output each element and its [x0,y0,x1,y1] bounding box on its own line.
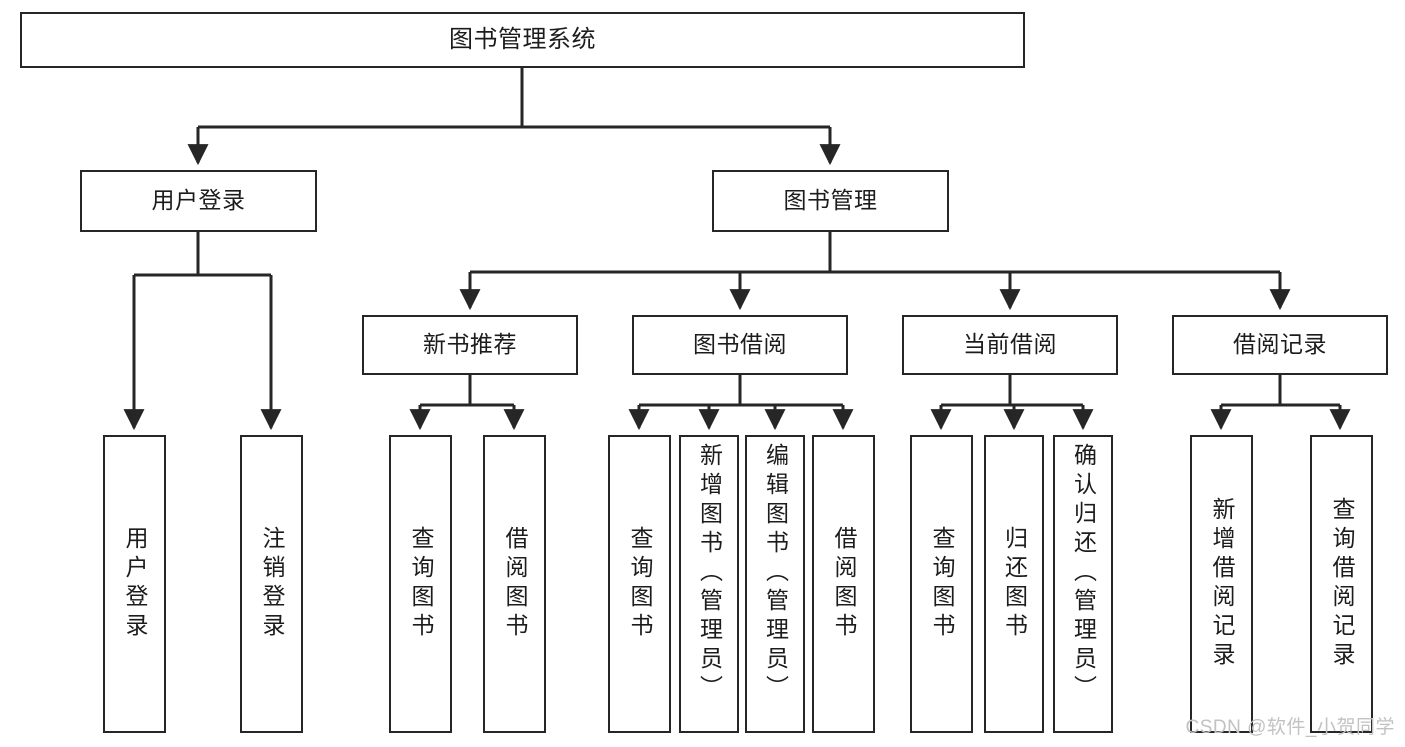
node-book-management[interactable]: 图书管理 [712,170,949,232]
leaf-logout[interactable]: 注销登录 [240,435,303,733]
node-current-borrow[interactable]: 当前借阅 [902,315,1118,375]
node-label: 查询图书 [627,526,653,642]
watermark-credit: CSDN @软件_小贺同学 [1185,717,1395,738]
node-label: 图书管理 [783,187,878,214]
leaf-user-login[interactable]: 用户登录 [103,435,166,733]
leaf-cb-query-book[interactable]: 查询图书 [910,435,973,733]
node-label: 新增图书（管理员） [696,443,723,704]
edge-group-book-mgmt [459,232,1291,311]
leaf-bb-add-book-admin[interactable]: 新增图书（管理员） [679,435,739,733]
node-borrow-record[interactable]: 借阅记录 [1172,315,1388,375]
node-label: 借阅记录 [1233,331,1327,358]
node-label: 查询图书 [408,526,434,642]
leaf-cb-confirm-return-admin[interactable]: 确认归还（管理员） [1053,435,1113,733]
node-label: 查询借阅记录 [1329,497,1355,671]
edge-group-root [187,68,841,166]
node-label: 新增借阅记录 [1209,497,1235,671]
leaf-cb-return-book[interactable]: 归还图书 [984,435,1044,733]
node-label: 确认归还（管理员） [1070,443,1097,704]
edge-group-book-borrow [628,375,854,431]
leaf-bb-borrow-book[interactable]: 借阅图书 [812,435,875,733]
leaf-br-query-record[interactable]: 查询借阅记录 [1310,435,1373,733]
leaf-nbr-query-book[interactable]: 查询图书 [389,435,452,733]
node-user-login[interactable]: 用户登录 [80,170,317,232]
node-label: 编辑图书（管理员） [762,443,789,704]
leaf-br-add-record[interactable]: 新增借阅记录 [1190,435,1253,733]
node-new-book-recommend[interactable]: 新书推荐 [362,315,578,375]
node-label: 注销登录 [259,526,285,642]
leaf-bb-query-book[interactable]: 查询图书 [608,435,671,733]
node-label: 借阅图书 [831,526,857,642]
node-label: 当前借阅 [963,331,1057,358]
leaf-bb-edit-book-admin[interactable]: 编辑图书（管理员） [745,435,805,733]
edge-group-user-login [123,232,282,431]
edge-group-borrow-record [1210,375,1351,431]
node-book-borrow[interactable]: 图书借阅 [632,315,848,375]
edge-group-new-book-rec [409,375,525,431]
node-label: 查询图书 [929,526,955,642]
node-label: 新书推荐 [423,331,517,358]
leaf-nbr-borrow-book[interactable]: 借阅图书 [483,435,546,733]
node-root-system[interactable]: 图书管理系统 [20,12,1025,68]
node-label: 借阅图书 [502,526,528,642]
node-label: 归还图书 [1001,526,1028,642]
edge-group-current-borrow [930,375,1094,431]
node-label: 图书管理系统 [449,25,596,53]
node-label: 用户登录 [122,526,148,642]
node-label: 用户登录 [151,187,246,214]
node-label: 图书借阅 [693,331,787,358]
